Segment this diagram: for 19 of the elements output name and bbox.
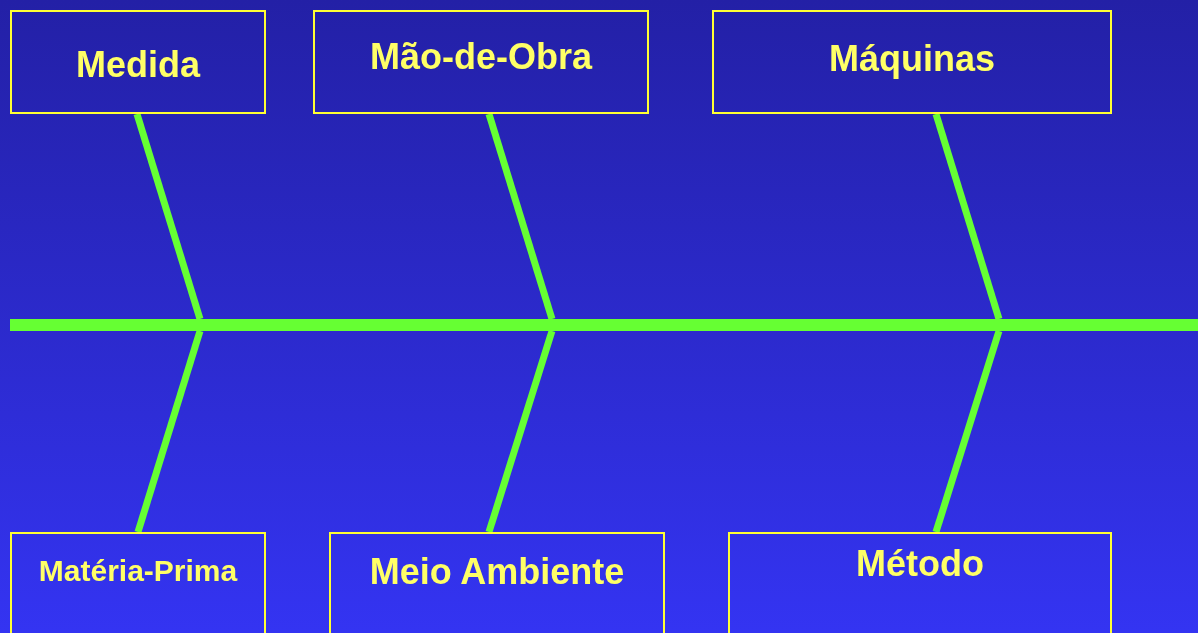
fishbone-line: [932, 329, 1003, 534]
fishbone-line: [133, 112, 204, 321]
category-label: Medida: [76, 42, 200, 87]
category-box: [712, 10, 1112, 114]
fishbone-line: [932, 112, 1003, 321]
category-box: [10, 532, 266, 633]
fishbone-line: [134, 329, 204, 534]
category-box: [10, 10, 266, 114]
category-label: Meio Ambiente: [369, 549, 625, 594]
category-box: [728, 532, 1112, 633]
category-label: Método: [856, 541, 984, 586]
fishbone-line: [485, 329, 556, 534]
fishbone-spine: [10, 319, 1198, 331]
category-label: Máquinas: [829, 36, 995, 81]
category-label: Mão-de-Obra: [370, 34, 592, 79]
category-box: [329, 532, 665, 633]
category-box: [313, 10, 649, 114]
fishbone-line: [485, 112, 556, 321]
category-label: Matéria-Prima: [38, 553, 238, 590]
